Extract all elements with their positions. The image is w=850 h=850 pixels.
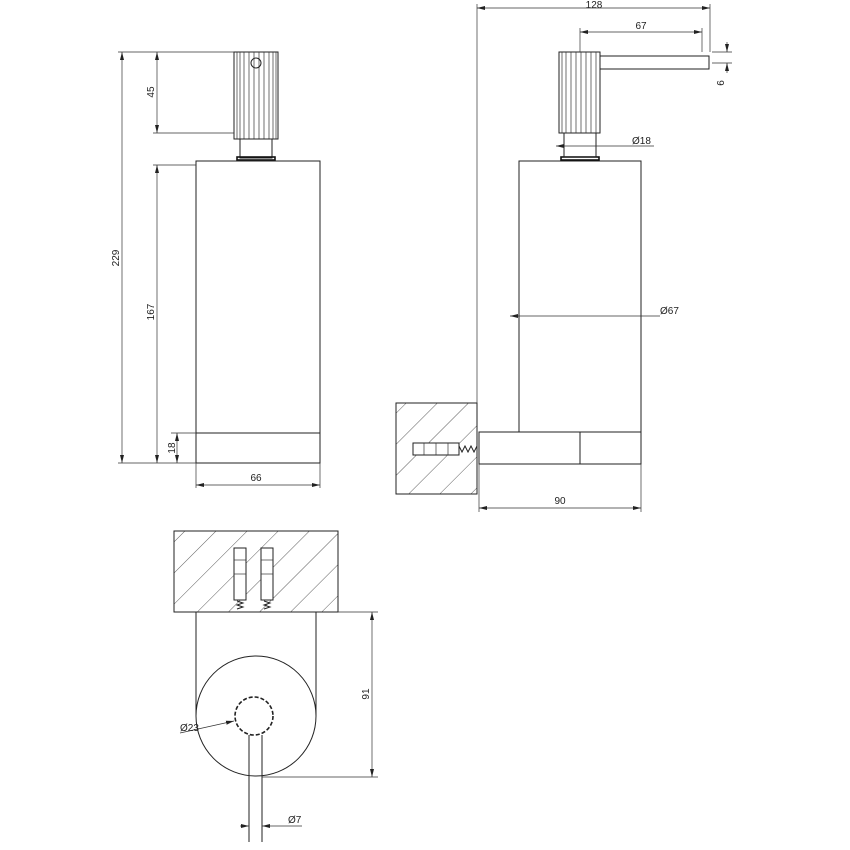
neck <box>563 132 597 158</box>
wall-anchor <box>412 442 478 456</box>
dimension-cap-height: 45 <box>146 86 157 98</box>
top-view: 91 Ø23 Ø7 <box>173 530 378 842</box>
dimension-spout-thickness: 6 <box>716 80 727 86</box>
dimension-total-height: 229 <box>111 249 122 266</box>
dimension-spout-length: 67 <box>635 21 647 32</box>
dimension-base-depth: 90 <box>554 496 566 507</box>
dimension-body-diameter: Ø67 <box>660 306 679 317</box>
body <box>195 160 321 434</box>
body <box>518 160 642 433</box>
wall-plate <box>478 431 642 465</box>
dimension-body-height: 167 <box>146 303 157 320</box>
dimension-base-height: 18 <box>167 442 178 454</box>
dimension-neck-diameter: Ø18 <box>632 136 651 147</box>
knurled-cap <box>558 51 601 134</box>
collar <box>236 156 276 161</box>
wall-anchor-left <box>233 547 247 610</box>
base <box>195 432 321 464</box>
spout-hole-icon <box>250 57 262 69</box>
front-view: 229 45 167 18 66 <box>111 51 321 488</box>
dimension-spout-diameter: Ø7 <box>288 815 302 826</box>
wall-section <box>173 530 339 613</box>
dimension-wall-to-front: 91 <box>361 688 372 700</box>
dimension-overall-depth: 128 <box>586 0 603 11</box>
neck <box>239 138 273 159</box>
knurled-cap <box>233 51 279 140</box>
spout <box>600 55 710 70</box>
side-view: 128 67 6 Ø18 Ø67 90 <box>395 0 732 512</box>
body-outline <box>195 655 317 777</box>
dimension-width: 66 <box>250 473 262 484</box>
dimension-cap-diameter: Ø23 <box>180 723 199 734</box>
knurled-cap-outline <box>234 696 274 736</box>
wall-anchor-right <box>260 547 274 610</box>
spout-outline <box>248 735 263 842</box>
